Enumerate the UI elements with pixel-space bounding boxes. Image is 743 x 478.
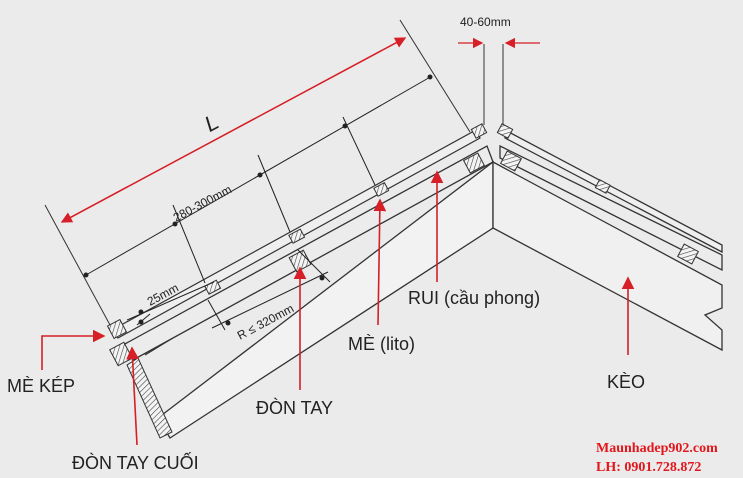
- callout-arrows: [41, 170, 635, 446]
- dimension-L: [44, 19, 471, 326]
- watermark-site: Maunhadep902.com: [596, 441, 718, 456]
- batten-blocks: [106, 123, 700, 439]
- label-me-lito: MÈ (lito): [348, 334, 415, 354]
- label-spacing: 280-300mm: [171, 182, 234, 224]
- label-keo: KÈO: [607, 372, 645, 392]
- label-me-kep: MÈ KÉP: [7, 376, 75, 396]
- label-don-tay: ĐÒN TAY: [256, 397, 333, 418]
- label-don-tay-cuoi: ĐÒN TAY CUỐI: [72, 452, 199, 473]
- dimension-spacing: [83, 74, 433, 284]
- label-L: L: [200, 109, 223, 137]
- dimension-gap: [458, 37, 540, 125]
- rafter-right: [492, 128, 723, 352]
- dimension-small: [126, 249, 331, 331]
- watermark-phone: LH: 0901.728.872: [596, 460, 701, 475]
- label-gap: 40-60mm: [460, 15, 511, 29]
- label-rui: RUI (cầu phong): [408, 288, 540, 308]
